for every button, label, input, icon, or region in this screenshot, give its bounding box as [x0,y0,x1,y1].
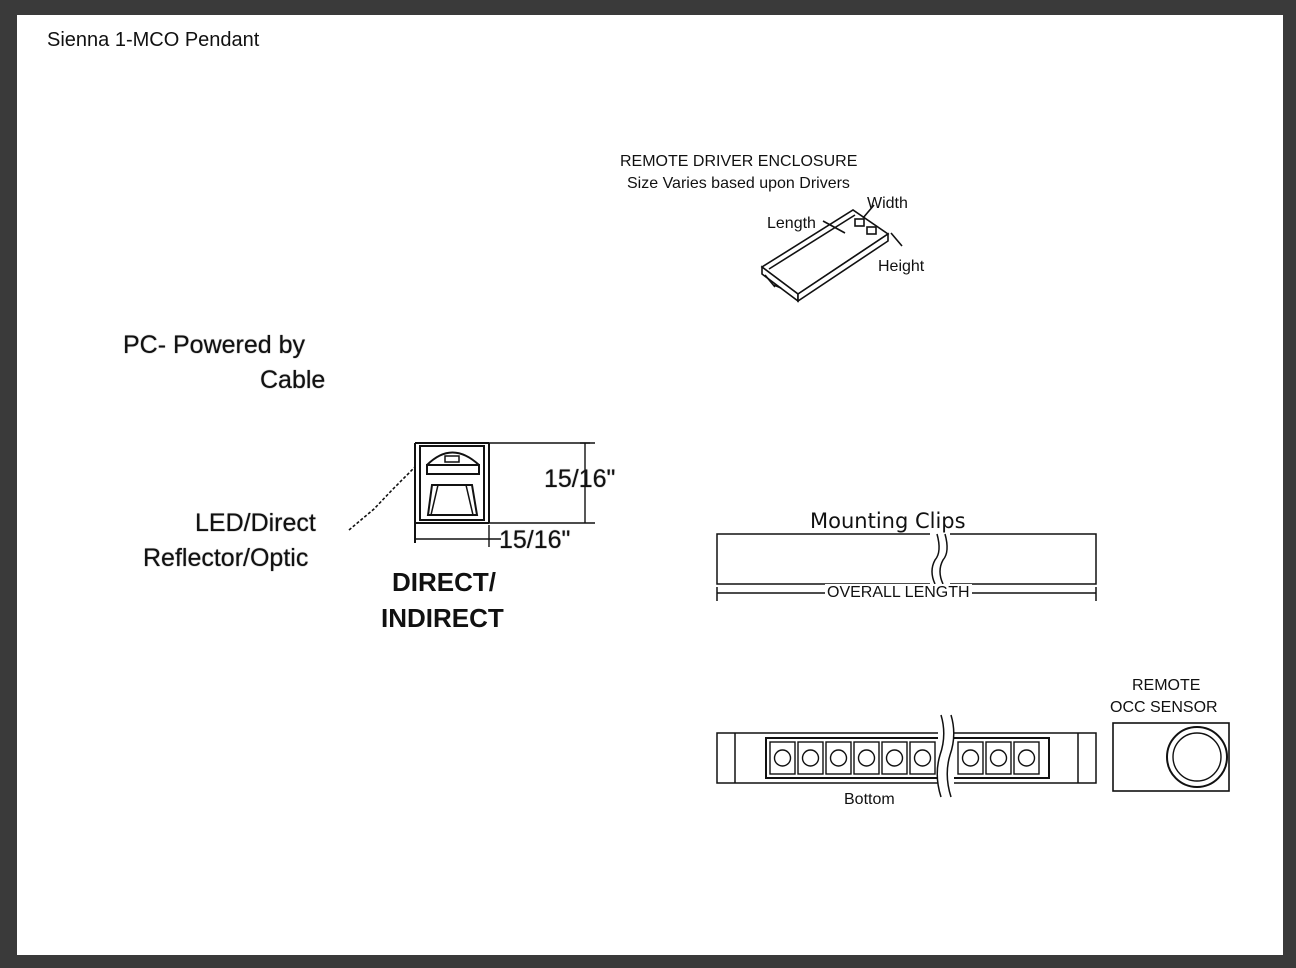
drawing-sheet: Sienna 1-MCO Pendant REMOTE DRIVER ENCLO… [17,15,1283,955]
overall-length-label: OVERALL LENGTH [825,584,972,602]
driver-width-label: Width [867,195,908,212]
sensor-label-line1: REMOTE [1132,677,1201,694]
mounting-clips-label: Mounting Clips [810,509,966,533]
sensor-label-line2: OCC SENSOR [1110,699,1218,716]
page-title: Sienna 1-MCO Pendant [47,29,260,51]
profile-width-dimension: 15/16" [499,526,571,554]
bottom-view-drawing [716,714,1097,798]
distribution-type-line1: DIRECT/ [392,567,496,597]
driver-height-label: Height [878,258,925,275]
distribution-type-line2: INDIRECT [381,603,504,633]
occ-sensor-drawing [1112,722,1230,792]
driver-enclosure-subheading: Size Varies based upon Drivers [627,175,850,192]
power-label-line2: Cable [260,366,326,394]
power-label-line1: PC- Powered by [123,331,306,359]
driver-enclosure-heading: REMOTE DRIVER ENCLOSURE [620,153,858,170]
driver-length-label: Length [767,215,816,232]
led-label-line2: Reflector/Optic [143,544,309,572]
led-label-line1: LED/Direct [195,509,316,537]
profile-height-dimension: 15/16" [544,465,616,493]
profile-view-drawing [348,442,595,547]
bottom-view-label: Bottom [844,791,895,808]
driver-enclosure-drawing [760,204,903,303]
